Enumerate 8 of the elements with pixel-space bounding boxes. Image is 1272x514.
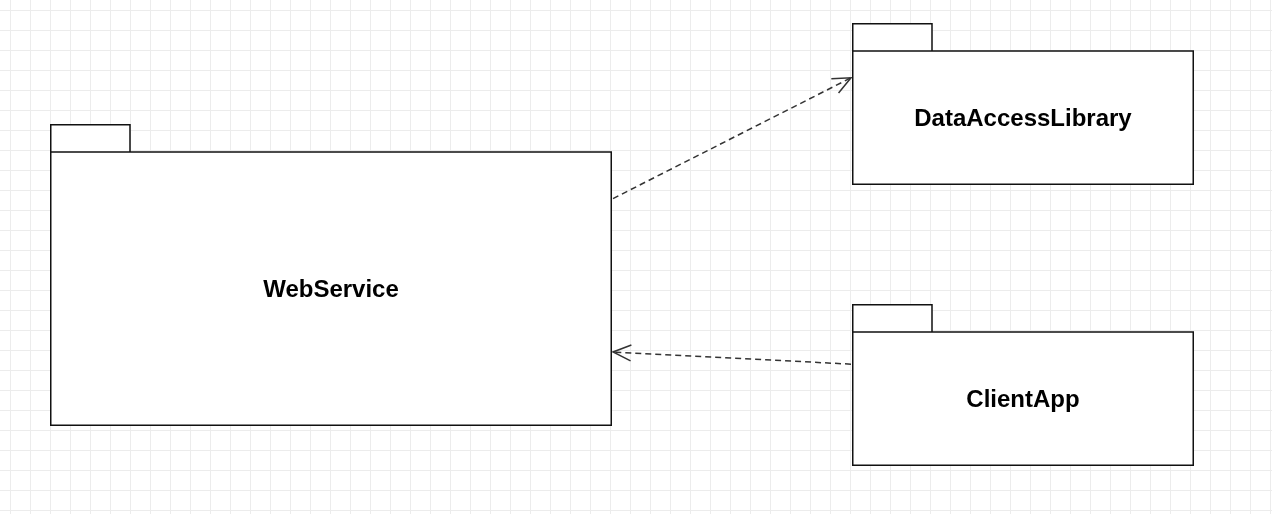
dependency-arrow [612,77,852,200]
package-box [50,124,612,426]
package-name: DataAccessLibrary [914,104,1132,132]
package-box [852,23,1194,185]
package-box [852,304,1194,466]
package-name: ClientApp [966,385,1080,413]
package-name: WebService [263,275,399,303]
dependency-arrow [612,344,852,365]
